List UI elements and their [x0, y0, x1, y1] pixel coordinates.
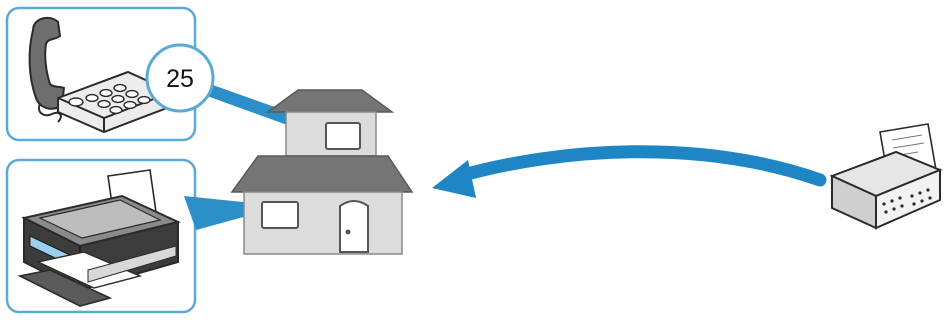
door-knob: [346, 230, 351, 235]
ring-count-callout: 25: [147, 45, 213, 111]
upper-roof: [268, 90, 392, 112]
lower-room-window: [262, 202, 298, 228]
upper-room-window: [326, 123, 360, 149]
ring-count-label: 25: [166, 65, 194, 93]
fax-machine-icon: [832, 124, 940, 228]
lower-roof: [232, 156, 412, 192]
printer-panel: [7, 160, 195, 312]
front-door: [340, 201, 368, 252]
incoming-arrow-icon: [432, 152, 820, 198]
